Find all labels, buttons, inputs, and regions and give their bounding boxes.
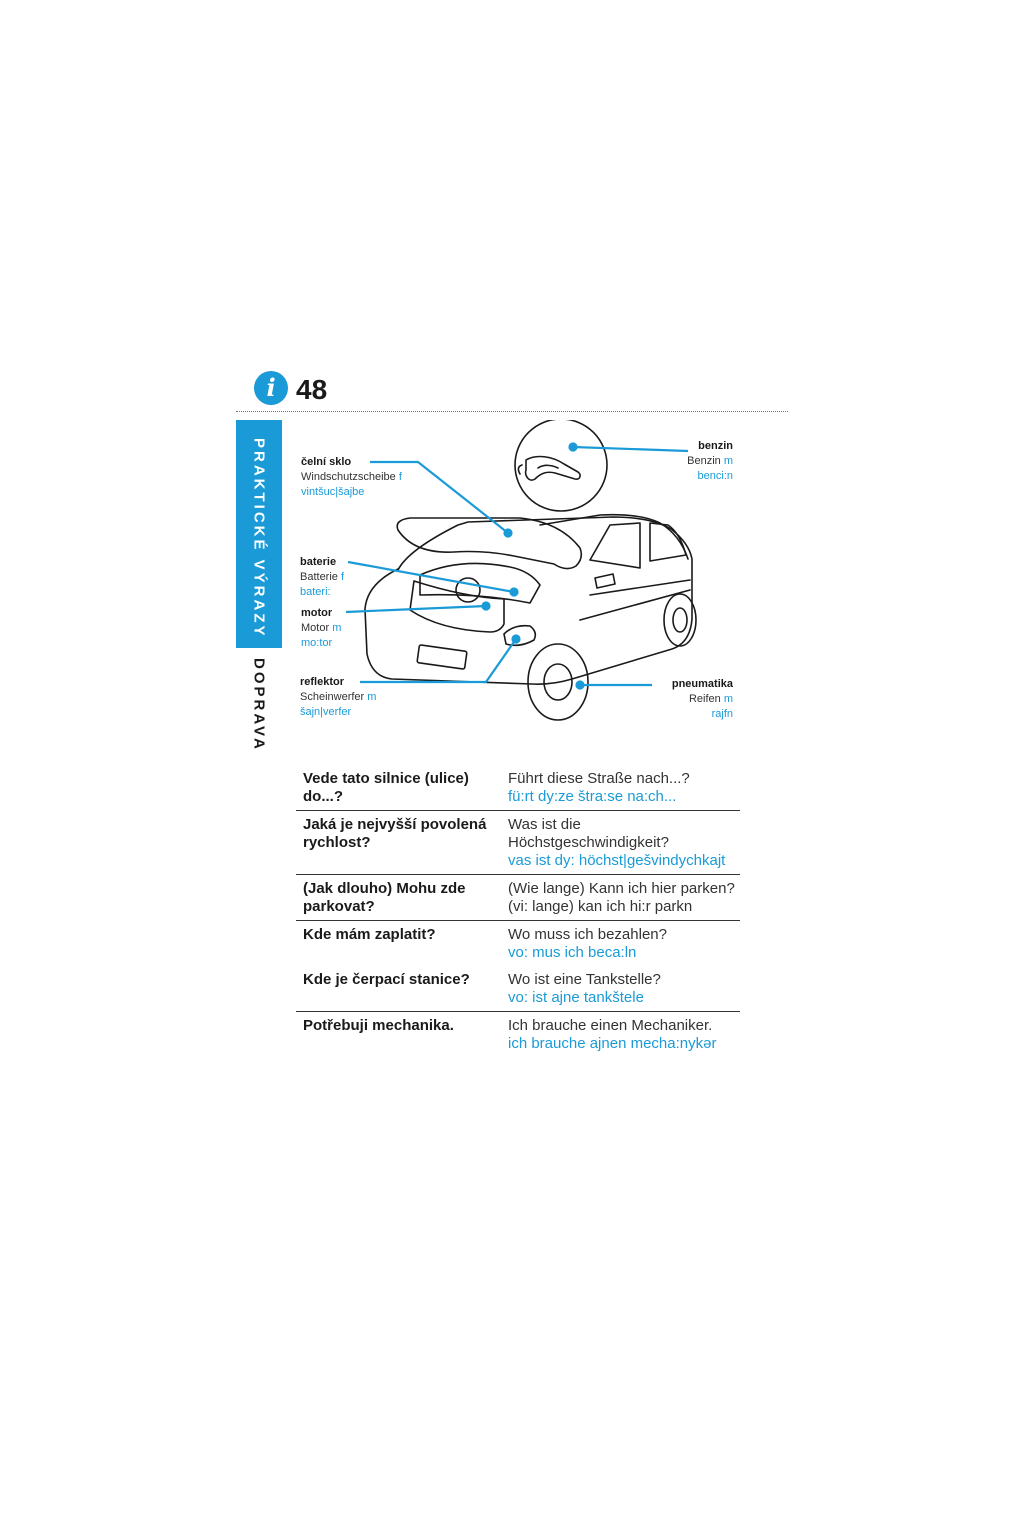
- label-gender: m: [723, 455, 733, 467]
- phrase-de: Führt diese Straße nach...?: [508, 770, 690, 787]
- label-pronunciation: šajn|verfer: [300, 706, 352, 718]
- label-cz: benzin: [698, 440, 733, 452]
- callout-fuel: [572, 445, 689, 453]
- phrase-row: Jaká je nejvyšší povolená rychlost? Was …: [296, 811, 740, 875]
- phrase-cz: Potřebuji mechanika.: [303, 1017, 454, 1034]
- car-door-line: [579, 579, 691, 621]
- label-gender: m: [723, 693, 733, 705]
- callout-battery-dot: [509, 587, 519, 597]
- phrase-cz: Vede tato silnice (ulice) do...?: [303, 770, 469, 805]
- label-de: Reifen: [688, 693, 721, 705]
- label-pronunciation: mo:tor: [301, 637, 333, 649]
- phrase-row: Potřebuji mechanika. Ich brauche einen M…: [296, 1012, 740, 1057]
- label-de: Benzin: [687, 455, 721, 467]
- side-mirror: [594, 573, 616, 589]
- fuel-nozzle-icon: [517, 455, 581, 481]
- car-label-fuel: benzin Benzin m benci:n: [640, 439, 733, 484]
- callout-windshield-dot: [503, 528, 513, 538]
- car-label-tyre: pneumatika Reifen m rajfn: [640, 677, 733, 722]
- engine-bay: [419, 562, 541, 604]
- car-label-windshield: čelní sklo Windschutzscheibe f vintšuc|š…: [301, 455, 402, 500]
- label-cz: reflektor: [300, 676, 345, 688]
- section-tab-label: PRAKTICKÉ VÝRAZY: [250, 438, 268, 639]
- label-pronunciation: bateri:: [300, 586, 331, 598]
- front-wheel-hub: [543, 663, 573, 701]
- label-de: Motor: [301, 622, 330, 634]
- subsection-tab-label: DOPRAVA: [250, 658, 268, 752]
- label-gender: f: [340, 571, 345, 583]
- phrase-de: Wo ist eine Tankstelle?: [508, 971, 661, 988]
- car-hood: [396, 517, 583, 570]
- callout-battery: [347, 560, 515, 594]
- label-de: Scheinwerfer: [300, 691, 365, 703]
- phrase-pronunciation: vo: mus ich beca:ln: [508, 944, 637, 961]
- label-cz: motor: [301, 607, 333, 619]
- phrase-row: Vede tato silnice (ulice) do...? Führt d…: [296, 765, 740, 811]
- label-de: Windschutzscheibe: [301, 471, 396, 483]
- callout-engine: [345, 604, 487, 614]
- headlight-shape: [503, 624, 537, 647]
- label-gender: f: [398, 471, 402, 483]
- callout-tyre-dot: [575, 680, 585, 690]
- section-tab-background: [236, 420, 282, 648]
- label-gender: m: [332, 622, 342, 634]
- phrase-pronunciation: (vi: lange) kan ich hi:r parkn: [508, 898, 693, 915]
- phrase-row: (Jak dlouho) Mohu zde parkovat? (Wie lan…: [296, 875, 740, 921]
- callout-fuel-dot: [568, 442, 578, 452]
- phrase-pronunciation: vo: ist ajne tankštele: [508, 989, 644, 1006]
- label-cz: čelní sklo: [301, 456, 352, 468]
- callout-engine-dot: [481, 601, 491, 611]
- phrase-table: Vede tato silnice (ulice) do...? Führt d…: [296, 765, 740, 1057]
- car-label-battery: baterie Batterie f bateri:: [300, 555, 344, 600]
- header-divider: [236, 411, 788, 412]
- phrase-de: Ich brauche einen Mechaniker.: [508, 1017, 713, 1034]
- label-pronunciation: benci:n: [697, 470, 733, 482]
- phrase-cz: (Jak dlouho) Mohu zde parkovat?: [303, 880, 466, 915]
- page-number: 48: [296, 374, 328, 405]
- label-pronunciation: vintšuc|šajbe: [301, 486, 365, 498]
- phrase-de: Was ist die Höchstgeschwindigkeit?: [508, 816, 669, 851]
- phrase-pronunciation: fü:rt dy:ze štra:se na:ch...: [508, 788, 677, 805]
- rear-wheel-hub: [672, 607, 688, 633]
- front-wheel: [527, 643, 589, 721]
- phrase-cz: Kde mám zaplatit?: [303, 926, 436, 943]
- callout-windshield: [370, 460, 509, 534]
- car-windows: [589, 522, 687, 569]
- car-grille: [409, 580, 505, 633]
- car-label-engine: motor Motor m mo:tor: [301, 606, 341, 651]
- phrase-cz: Kde je čerpací stanice?: [303, 971, 470, 988]
- car-body-outline: [364, 516, 693, 685]
- phrase-de: Wo muss ich bezahlen?: [508, 926, 667, 943]
- phrase-cz: Jaká je nejvyšší povolená rychlost?: [303, 816, 487, 851]
- info-icon: i: [254, 371, 288, 405]
- license-plate: [416, 644, 468, 670]
- car-illustration: [345, 420, 697, 721]
- phrase-pronunciation: vas ist dy: höchst|gešvindychkajt: [508, 852, 726, 869]
- callout-headlight-dot: [511, 634, 521, 644]
- label-gender: m: [367, 691, 377, 703]
- phrase-de: (Wie lange) Kann ich hier parken?: [508, 880, 735, 897]
- car-label-headlight: reflektor Scheinwerfer m šajn|verfer: [300, 675, 376, 720]
- label-cz: pneumatika: [671, 678, 733, 690]
- callout-headlight: [360, 638, 517, 684]
- fuel-nozzle-circle: [514, 420, 608, 512]
- phrase-row: Kde je čerpací stanice? Wo ist eine Tank…: [296, 966, 740, 1012]
- phrase-pronunciation: ich brauche ajnen mecha:nykər: [508, 1035, 717, 1052]
- engine-detail: [455, 577, 481, 603]
- label-pronunciation: rajfn: [711, 708, 733, 720]
- label-de: Batterie: [300, 571, 338, 583]
- phrase-row: Kde mám zaplatit? Wo muss ich bezahlen? …: [296, 921, 740, 966]
- car-roof: [539, 513, 689, 560]
- rear-wheel: [663, 593, 697, 647]
- label-cz: baterie: [300, 556, 337, 568]
